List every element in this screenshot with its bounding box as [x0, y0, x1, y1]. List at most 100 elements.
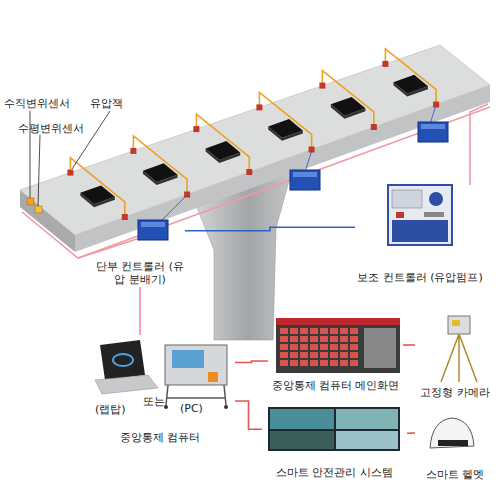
jack-frame — [70, 49, 436, 217]
end-controller-box — [418, 122, 448, 142]
cable-connector — [139, 287, 141, 335]
hydraulic-jack — [193, 126, 199, 132]
bearing-pad — [331, 97, 366, 119]
part-label: 유압잭 — [90, 96, 123, 111]
hydraulic-hose — [305, 150, 312, 172]
equipment-node: 보조 컨트롤러 (유압펌프) — [355, 180, 485, 285]
cable-connector — [407, 432, 415, 434]
pc-cart-icon — [165, 345, 227, 385]
end-controller-box — [293, 172, 317, 177]
smart-helmet — [438, 440, 468, 446]
end-controller-box — [290, 170, 320, 190]
hydraulic-pump-unit — [396, 212, 404, 218]
hydraulic-jack — [130, 148, 136, 154]
hydraulic-pump-unit — [388, 185, 452, 245]
hydraulic-jack — [319, 83, 325, 89]
sensor-cable — [78, 107, 490, 258]
jack-frame — [196, 114, 249, 172]
tripod-camera — [441, 316, 477, 382]
hydraulic-pump-unit — [424, 212, 444, 217]
pc-cart-icon — [164, 345, 228, 409]
sensor-cable — [470, 104, 488, 185]
jack-frame — [70, 158, 124, 217]
node-caption: 고정형 카메라 — [420, 386, 490, 400]
bearing-pad — [393, 75, 428, 94]
smart-helmet — [430, 418, 474, 448]
hydraulic-hose — [430, 105, 436, 124]
node-caption: 중앙통제 컴퓨터 메인화면 — [272, 379, 400, 393]
displacement-sensor — [27, 198, 34, 205]
cable-connector — [403, 344, 415, 346]
hydraulic-hose — [160, 195, 187, 222]
safety-system-image — [336, 409, 398, 429]
cable-connector — [235, 361, 268, 363]
pc-cart-icon — [172, 350, 204, 368]
hydraulic-jack — [67, 61, 439, 220]
equipment-node: 중앙통제 컴퓨터 메인화면 — [268, 313, 403, 393]
leader-line — [72, 111, 110, 169]
hydraulic-jack — [371, 124, 377, 130]
bridge-deck — [20, 45, 490, 235]
part-label: (PC) — [180, 402, 203, 415]
bearing-pad — [143, 163, 178, 185]
bearing-pad — [393, 75, 428, 97]
bearing-pad — [268, 119, 303, 141]
hydraulic-pump-unit — [429, 192, 443, 206]
laptop-icon — [95, 375, 158, 394]
bearing-pad — [206, 141, 241, 160]
main-screen-image — [280, 328, 360, 368]
hydraulic-jack — [256, 104, 262, 110]
laptop-icon — [95, 340, 158, 394]
displacement-sensor — [35, 206, 42, 213]
bridge-deck — [20, 45, 490, 252]
equipment-node: 단부 컨트롤러 (유압 분배기) — [95, 212, 185, 287]
part-label: 또는 — [143, 394, 165, 409]
smart-helmet — [430, 418, 474, 448]
equipment-node: 중앙통제 컴퓨터 — [85, 335, 235, 445]
safety-system-image — [270, 409, 334, 429]
node-caption: 스마트 헬멧 — [426, 468, 485, 482]
bearing-pad — [206, 141, 241, 163]
main-screen-image — [276, 318, 400, 373]
end-controller-box — [141, 222, 165, 227]
main-screen-image — [276, 318, 400, 373]
bearing-pad — [80, 185, 115, 207]
safety-system-image — [268, 407, 400, 451]
safety-system-image — [268, 407, 400, 451]
safety-system-image — [270, 431, 334, 449]
hydraulic-jack — [122, 214, 128, 220]
part-label: 수평변위센서 — [18, 121, 84, 136]
tripod-camera — [441, 334, 477, 382]
laptop-icon — [100, 340, 145, 380]
end-controller-box — [421, 124, 445, 129]
node-caption: 스마트 안전관리 시스템 — [276, 466, 393, 480]
equipment-node: 스마트 안전관리 시스템 — [262, 402, 407, 480]
node-caption: 중앙통제 컴퓨터 — [120, 431, 201, 445]
hydraulic-pump-unit — [388, 185, 452, 245]
bearing-pad — [331, 97, 366, 116]
bearing-pad — [80, 185, 115, 204]
tripod-camera — [452, 320, 460, 326]
hydraulic-pump-unit — [392, 190, 422, 208]
equipment-node: 스마트 헬멧 — [415, 412, 495, 482]
jack-frame — [133, 136, 187, 195]
safety-system-image — [336, 431, 398, 449]
bearing-pad — [268, 119, 303, 138]
part-label: (랩탑) — [95, 402, 126, 417]
hydraulic-jack — [246, 169, 252, 175]
jack-frame — [385, 49, 436, 105]
main-screen-image — [364, 328, 396, 368]
laptop-icon — [113, 354, 133, 366]
hydraulic-jack — [309, 147, 315, 153]
pc-cart-icon — [208, 372, 218, 382]
hydraulic-jack — [382, 61, 388, 67]
sensor-cable — [22, 104, 490, 258]
equipment-node: 고정형 카메라 — [415, 300, 495, 400]
part-label: 수직변위센서 — [4, 96, 70, 111]
bearing-pad — [80, 75, 428, 207]
main-screen-image — [276, 318, 400, 325]
jack-frame — [322, 71, 373, 127]
